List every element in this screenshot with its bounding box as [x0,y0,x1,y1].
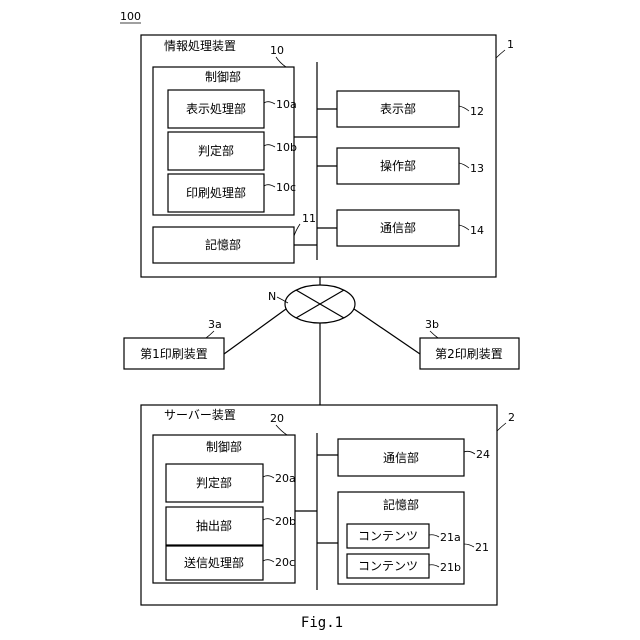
printer2-ref-leader [430,331,438,338]
info-display-label: 表示部 [380,101,416,116]
info-device-ref: 1 [507,38,514,51]
system-ref: 100 [120,10,141,23]
server-unit-label-20b: 抽出部 [196,518,232,533]
info-comm-label: 通信部 [380,220,416,235]
server-content-ref-21a: 21a [440,531,461,544]
link-network-printer1 [224,309,286,354]
printer2-label: 第2印刷装置 [435,347,503,361]
info-unit-label-10c: 印刷処理部 [186,185,246,200]
info-unit-ref-10c: 10c [276,181,296,194]
server-comm-ref: 24 [476,448,490,461]
info-operation-label: 操作部 [380,158,416,173]
server-unit-ref-20b: 20b [275,515,296,528]
server-controller-ref: 20 [270,412,284,425]
info-controller-ref: 10 [270,44,284,57]
info-unit-ref-10b: 10b [276,141,297,154]
info-unit-ref-10a: 10a [276,98,297,111]
printer1-ref: 3a [208,318,222,331]
figure-caption: Fig.1 [301,615,343,631]
info-comm-ref: 14 [470,224,484,237]
printer1-label: 第1印刷装置 [140,347,208,361]
server-comm-label: 通信部 [383,450,419,465]
server-unit-label-20c: 送信処理部 [184,555,244,570]
server-ref: 2 [508,411,515,424]
server-unit-label-20a: 判定部 [196,475,232,490]
info-display-ref: 12 [470,105,484,118]
info-unit-label-10a: 表示処理部 [186,101,246,116]
server-content-ref-21b: 21b [440,561,461,574]
info-operation-ref: 13 [470,162,484,175]
info-storage-label: 記憶部 [205,237,241,252]
info-unit-label-10b: 判定部 [198,143,234,158]
info-controller-title: 制御部 [205,69,241,84]
server-controller-title: 制御部 [206,439,242,454]
server-storage-ref: 21 [475,541,489,554]
info-device-ref-leader [496,50,505,58]
server-content-label-21a: コンテンツ [358,529,418,543]
server-storage-title: 記憶部 [383,497,419,512]
printer1-ref-leader [206,331,214,338]
info-storage-ref: 11 [302,212,316,225]
link-network-printer2 [354,309,420,354]
server-unit-ref-20a: 20a [275,472,296,485]
info-device-title: 情報処理装置 [164,39,236,53]
printer2-ref: 3b [425,318,439,331]
network-ref: N [268,290,276,303]
server-title: サーバー装置 [164,408,236,422]
server-content-label-21b: コンテンツ [358,559,418,573]
server-unit-ref-20c: 20c [275,556,295,569]
server-ref-leader [497,423,506,431]
